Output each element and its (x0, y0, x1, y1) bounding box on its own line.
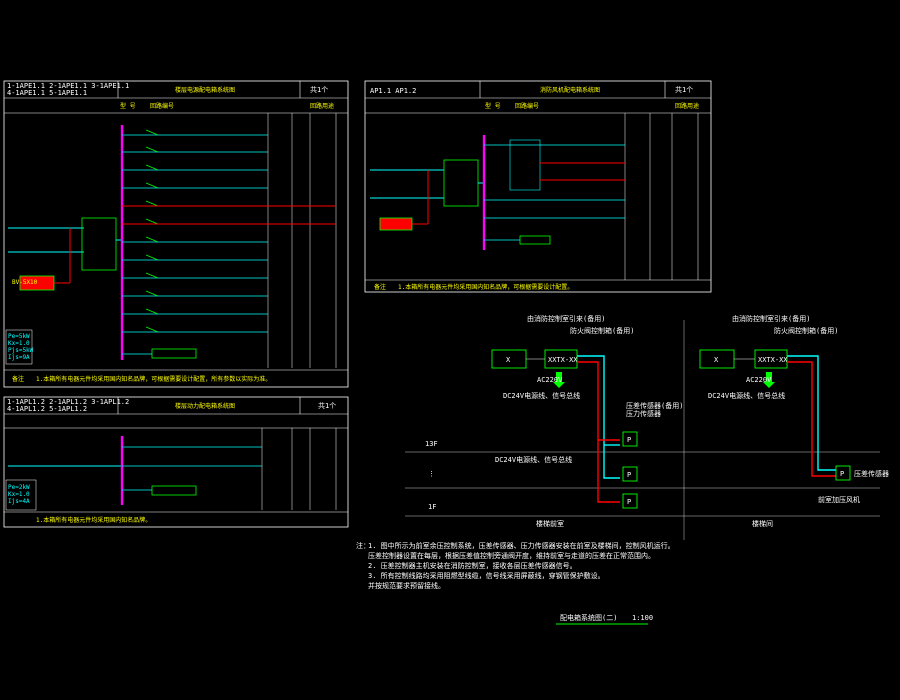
panel1-header-model: 型 号 (120, 102, 136, 110)
pressure-box-mid (622, 466, 638, 482)
panel2-note: 1.本箱所有电器元件均采用国内知名品牌，可根据需要设计配置。 (398, 283, 573, 291)
left-pressure-label2: 压力传感器 (626, 409, 661, 418)
panel2-title: 消防风机配电箱系统图 (540, 86, 600, 94)
notes-line-1: 1. 图中所示为前室余压控制系统，压差传感器、压力传感器安装在前室及楼梯间，控制… (368, 541, 675, 550)
footer-scale: 1:100 (632, 614, 653, 622)
panel1-note: 1.本箱所有电器元件均采用国内知名品牌，可根据需要设计配置，所有参数以实际为准。 (36, 375, 271, 383)
general-notes: 注： 1. 图中所示为前室余压控制系统，压差传感器、压力传感器安装在前室及楼梯间… (356, 541, 675, 590)
notes-line-4: 3. 所有控制线路均采用阻燃型线缆，信号线采用屏蔽线，穿钢管保护敷设。 (368, 571, 605, 580)
panel2-header-use: 回路用途 (675, 102, 699, 110)
footer-title: 配电箱系统图(二) (560, 613, 617, 622)
panel3-frame (3, 396, 349, 528)
panel3-legend-kx: Kx=1.0 (8, 491, 30, 498)
pressure-box-13f (622, 431, 638, 447)
panel3-count: 共1个 (318, 401, 336, 410)
right-pressure-label: 压差传感器 (854, 469, 889, 478)
panel2-code: AP1.1 AP1.2 (370, 87, 416, 95)
panel2-note-label: 备注 (374, 283, 386, 291)
panel1-code-2: 4-1APE1.1 5-1APE1.1 (7, 89, 87, 97)
panel2-frame (364, 80, 712, 293)
panel-lighting-distribution: 1-1APE1.1 2-1APE1.1 3-1APE1.1 4-1APE1.1 … (3, 80, 349, 388)
panel1-header-use: 回路用途 (310, 102, 334, 110)
right-pressure-box (835, 465, 851, 481)
panel1-count: 共1个 (310, 85, 328, 94)
right-up-arrow (763, 372, 775, 388)
panel1-legend-kx: Kx=1.0 (8, 340, 30, 347)
right-controller-label: XXTX-XX (758, 356, 788, 364)
panel2-header-circuit: 回路编号 (515, 102, 539, 110)
panel1-bus-label: BV-5X10 (12, 279, 38, 286)
panel1-title: 楼层电源配电箱系统图 (175, 86, 235, 94)
left-controller-label: XXTX-XX (548, 356, 578, 364)
drawing-title: 配电箱系统图(二) 1:100 (556, 613, 653, 625)
riser-diagram: 由消防控制室引来(备用) 防火阀控制箱(备用) X XXTX-XX AC220V… (405, 314, 889, 540)
left-x-label: X (506, 356, 511, 364)
right-bottom-label: 楼梯间 (752, 519, 773, 528)
panel1-note-label: 备注 (12, 375, 24, 383)
panel2-header-model: 型 号 (485, 102, 501, 110)
right-ac-label: AC220V (746, 376, 772, 384)
pressure-box-1f (622, 493, 638, 509)
floor-13f: 13F (425, 440, 438, 448)
panel1-legend-pjs: Pjs=5kW (8, 347, 34, 354)
panel3-code-2: 4-1APL1.2 5-1APL1.2 (7, 405, 87, 413)
panel-fan-distribution: AP1.1 AP1.2 消防风机配电箱系统图 共1个 型 号 回路编号 回路用途… (364, 80, 712, 293)
riser-left-top-label: 由消防控制室引来(备用) (527, 314, 605, 323)
left-pressure-label: 压差传感器(备用) (626, 401, 683, 410)
panel1-legend-pe: Pe=5kW (8, 333, 30, 340)
right-box-label: 前室加压风机 (818, 495, 860, 504)
p-label-mid: P (627, 471, 631, 479)
left-cable-top: DC24V电源线、信号总线 (503, 391, 580, 400)
panel1-header-circuit: 回路编号 (150, 102, 174, 110)
floor-1f: 1F (428, 503, 436, 511)
left-up-arrow (553, 372, 565, 388)
floor-dots: ⋮ (428, 470, 435, 478)
panel-power-distribution: 1-1APL1.2 2-1APL1.2 3-1APL1.2 4-1APL1.2 … (3, 396, 349, 528)
notes-line-2: 压差控制器设置在每层，根据压差值控制旁通阀开度，维持前室与走道的压差在正常范围内… (368, 551, 655, 560)
panel1-legend-ijs: Ijs=9A (8, 354, 30, 361)
panel3-note: 1.本箱所有电器元件均采用国内知名品牌。 (36, 516, 151, 524)
panel1-frame (3, 80, 349, 388)
panel3-title: 楼层动力配电箱系统图 (175, 402, 235, 410)
riser-right-top-label2: 防火阀控制箱(备用) (774, 326, 838, 335)
notes-line-5: 并按规范要求预留接线。 (368, 581, 445, 590)
panel3-code-1: 1-1APL1.2 2-1APL1.2 3-1APL1.2 (7, 398, 129, 406)
panel3-legend-pe: Pe=2kW (8, 484, 30, 491)
riser-left-top-label2: 防火阀控制箱(备用) (570, 326, 634, 335)
right-p-label: P (840, 470, 844, 478)
panel3-legend-ijs: Ijs=4A (8, 498, 30, 505)
right-x-label: X (714, 356, 719, 364)
notes-prefix: 注： (356, 541, 370, 550)
panel1-code-1: 1-1APE1.1 2-1APE1.1 3-1APE1.1 (7, 82, 129, 90)
left-bottom-label: 楼梯前室 (536, 519, 564, 528)
notes-line-3: 2. 压差控制器主机安装在消防控制室，接收各层压差传感器信号。 (368, 561, 577, 570)
p-label-1f: P (627, 498, 631, 506)
riser-right-top-label: 由消防控制室引来(备用) (732, 314, 810, 323)
p-label-13f: P (627, 436, 631, 444)
left-cable-mid: DC24V电源线、信号总线 (495, 455, 572, 464)
right-cable-top: DC24V电源线、信号总线 (708, 391, 785, 400)
panel2-count: 共1个 (675, 85, 693, 94)
left-ac-label: AC220V (537, 376, 563, 384)
